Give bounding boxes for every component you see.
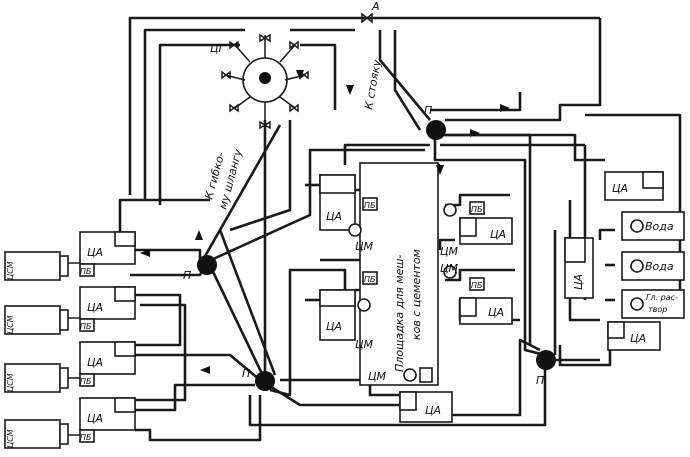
valve-a: А (361, 0, 380, 24)
distribution-nodes: П П П П (183, 104, 556, 391)
tsa-label: ЦА (488, 306, 504, 319)
node-lower (255, 371, 275, 391)
valve-a-label: А (371, 0, 380, 13)
pb-label: ПБ (364, 201, 376, 210)
node-upper-label: П (424, 104, 432, 117)
tssm-label: ЦСМ (6, 373, 15, 392)
center-left-units: ЦА ПБ ЦМ ЦА ПБ ЦМ (319, 174, 378, 351)
tssm-label: ЦСМ (6, 429, 15, 448)
left-units: ЦА ПБ ЦСМ ЦА ПБ ЦСМ ЦА ПБ ЦСМ ЦА ПБ ЦСМ (4, 231, 136, 449)
node-lower-label: П (242, 367, 250, 380)
pb-label: ПБ (80, 433, 92, 442)
tssm-label: ЦСМ (6, 261, 15, 280)
platform-label-2: ков с цементом (410, 249, 423, 340)
to-standpipe-label: К стояку (362, 58, 384, 110)
tsm-label: ЦМ (440, 245, 459, 258)
tsa-label: ЦА (612, 182, 628, 195)
pipe-network (65, 16, 682, 442)
tsa-label: ЦА (87, 301, 103, 314)
node-right-label: П (536, 374, 544, 387)
tsm-label: ЦМ (368, 370, 387, 383)
bottom-center-unit: ЦА ЦМ (368, 367, 453, 423)
supply-tanks: Вода Вода Гл. рас- твор (621, 211, 685, 319)
tsa-label: ЦА (425, 404, 441, 417)
center-right-units: ЦА ПБ ЦМ ЦА ПБ ЦМ (440, 201, 513, 325)
pb-label: ПБ (80, 267, 92, 276)
node-upper (426, 120, 446, 140)
node-left-label: П (183, 269, 191, 282)
node-right (536, 350, 556, 370)
clay-label-2: твор (648, 305, 667, 314)
node-left (197, 255, 217, 275)
clay-label-1: Гл. рас- (646, 293, 678, 302)
tsa-label: ЦА (87, 356, 103, 369)
tsa-label: ЦА (630, 332, 646, 345)
tsm-label: ЦМ (355, 240, 374, 253)
tsg-valves (221, 33, 309, 130)
tssm-label: ЦСМ (6, 315, 15, 334)
tsa-label: ЦА (572, 274, 585, 290)
pb-label: ПБ (80, 377, 92, 386)
tsm-label: ЦМ (355, 338, 374, 351)
water-label-2: Вода (645, 260, 674, 273)
tsm-label: ЦМ (440, 262, 459, 275)
right-units: ЦА ЦА ЦА (564, 171, 664, 351)
tsa-label: ЦА (326, 210, 342, 223)
tsa-label: ЦА (87, 246, 103, 259)
tsg-label: ЦГ (210, 42, 226, 55)
tsa-label: ЦА (87, 412, 103, 425)
tsg-hub: ЦГ (210, 33, 309, 130)
pb-label: ПБ (364, 275, 376, 284)
flow-arrows (140, 70, 510, 374)
tsa-label: ЦА (326, 320, 342, 333)
platform-label-1: Площадка для меш- (393, 254, 406, 372)
pb-label: ПБ (471, 281, 483, 290)
water-label-1: Вода (645, 220, 674, 233)
pb-label: ПБ (80, 322, 92, 331)
pb-label: ПБ (471, 205, 483, 214)
tsa-label: ЦА (490, 228, 506, 241)
